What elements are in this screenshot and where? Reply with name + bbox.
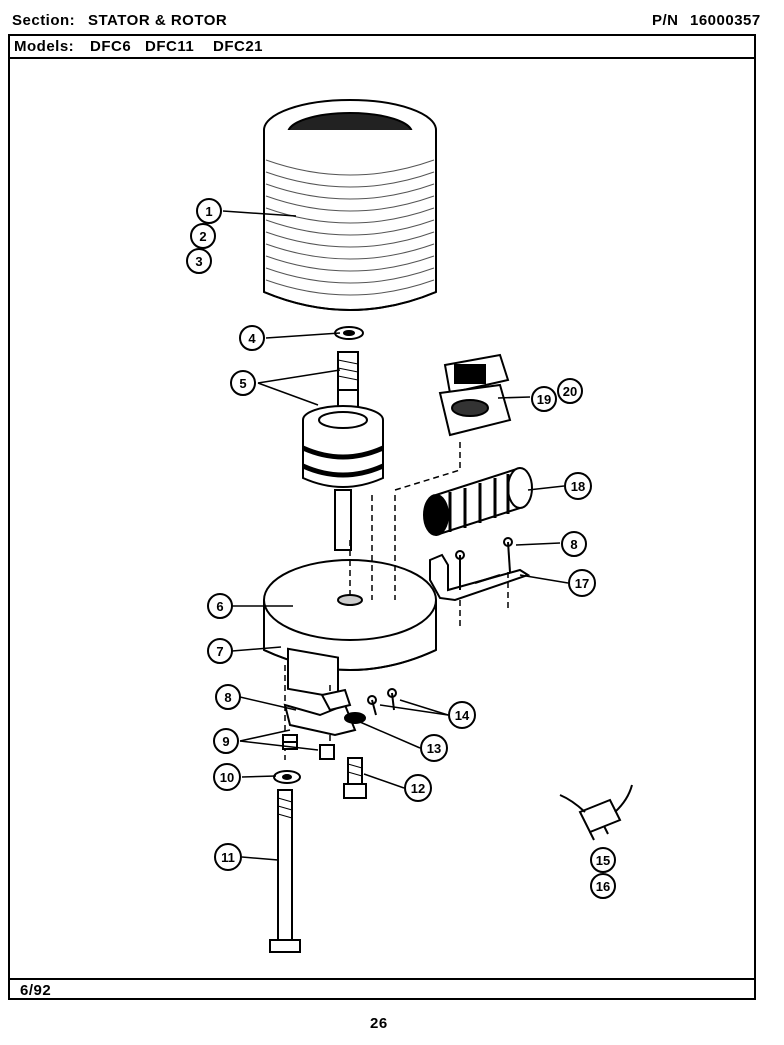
svg-text:12: 12	[411, 781, 425, 796]
svg-text:8: 8	[224, 690, 231, 705]
svg-text:3: 3	[195, 254, 202, 269]
part-number-label: P/N	[652, 12, 679, 29]
models-label: Models:	[14, 38, 75, 55]
svg-text:9: 9	[222, 734, 229, 749]
page-number: 26	[370, 1015, 388, 1032]
bracket-illustration	[429, 553, 531, 602]
switch-assembly-illustration	[438, 353, 512, 437]
footer-divider	[8, 978, 756, 980]
svg-text:5: 5	[239, 376, 246, 391]
svg-text:13: 13	[427, 741, 441, 756]
svg-text:15: 15	[596, 853, 610, 868]
callout-19: 19	[531, 386, 557, 412]
callouts: 1 2 3 4 5 6 7 8 9 10 11 12 13 14 15 16 1…	[186, 198, 616, 899]
callout-11: 11	[214, 843, 242, 871]
callout-7: 7	[207, 638, 233, 664]
svg-text:19: 19	[537, 392, 551, 407]
svg-text:17: 17	[575, 576, 589, 591]
svg-text:7: 7	[216, 644, 223, 659]
models-divider	[8, 57, 756, 59]
model-dfc11: DFC11	[145, 38, 195, 55]
callout-4: 4	[239, 325, 265, 351]
callout-9: 9	[213, 728, 239, 754]
callout-10: 10	[213, 763, 241, 791]
capacitor-illustration	[423, 467, 533, 536]
svg-text:8: 8	[570, 537, 577, 552]
svg-text:1: 1	[205, 204, 212, 219]
callout-13: 13	[420, 734, 448, 762]
callout-15: 15	[590, 847, 616, 873]
callout-20: 20	[557, 378, 583, 404]
stator-illustration	[263, 99, 437, 311]
callout-1: 1	[196, 198, 222, 224]
callout-5: 5	[230, 370, 256, 396]
svg-text:6: 6	[216, 599, 223, 614]
callout-17: 17	[568, 569, 596, 597]
part-number: 16000357	[690, 12, 761, 29]
model-dfc6: DFC6	[90, 38, 132, 55]
svg-text:16: 16	[596, 879, 610, 894]
svg-text:4: 4	[248, 331, 256, 346]
callout-18: 18	[564, 472, 592, 500]
svg-text:18: 18	[571, 479, 585, 494]
callout-16: 16	[590, 873, 616, 899]
revision-date: 6/92	[20, 982, 52, 999]
callout-8-upper: 8	[561, 531, 587, 557]
callout-12: 12	[404, 774, 432, 802]
svg-text:2: 2	[199, 229, 206, 244]
lower-bracket-illustration	[283, 703, 357, 737]
callout-2: 2	[190, 223, 216, 249]
long-bolt-illustration	[277, 789, 293, 941]
base-housing-illustration	[263, 559, 437, 699]
callout-14: 14	[448, 701, 476, 729]
svg-text:11: 11	[221, 850, 235, 865]
diagram-frame	[8, 34, 756, 1000]
svg-text:10: 10	[220, 770, 234, 785]
svg-text:20: 20	[563, 384, 577, 399]
callout-6: 6	[207, 593, 233, 619]
callout-3: 3	[186, 248, 212, 274]
section-label: Section:	[12, 12, 76, 29]
microswitch-illustration	[559, 784, 633, 841]
section-title: STATOR & ROTOR	[88, 12, 228, 29]
callout-8-lower: 8	[215, 684, 241, 710]
model-dfc21: DFC21	[213, 38, 264, 55]
svg-text:14: 14	[455, 708, 470, 723]
rotor-illustration	[301, 351, 385, 551]
